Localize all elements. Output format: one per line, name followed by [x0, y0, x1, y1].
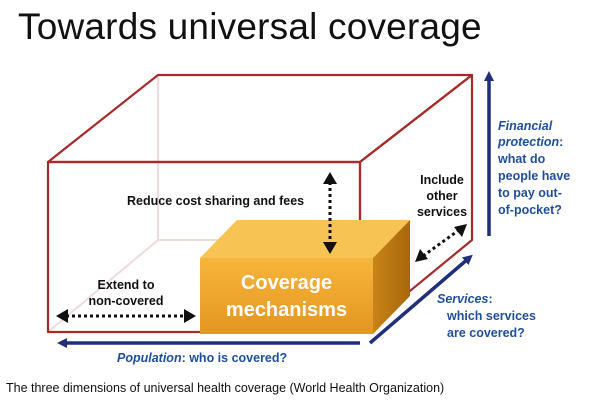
financial-axis-line2: protection:: [497, 135, 563, 149]
dotted-arrows: [66, 182, 460, 318]
block-label-line1: Coverage: [241, 272, 332, 294]
services-colon: :: [488, 292, 492, 306]
services-axis-line3: are covered?: [447, 326, 525, 340]
extend-label-line2: non-covered: [88, 294, 163, 308]
include-label-line2: other: [426, 189, 457, 203]
include-label-line3: services: [417, 205, 467, 219]
services-axis-line1: Services:: [437, 292, 493, 306]
services-term: Services: [437, 292, 488, 306]
population-rest: : who is covered?: [182, 351, 288, 365]
services-arrow: [368, 254, 473, 345]
block-top-face: [200, 220, 410, 258]
extend-label-line1: Extend to: [98, 278, 155, 292]
financial-term2: protection: [497, 135, 559, 149]
block-label-line2: mechanisms: [226, 299, 347, 321]
services-axis-line2: which services: [446, 309, 536, 323]
financial-axis-line1: Financial: [498, 119, 553, 133]
coverage-mechanisms-block: [200, 220, 410, 334]
financial-axis-line6: of-pocket?: [498, 203, 562, 217]
dotted-arrow-heads: [56, 172, 467, 323]
include-label-line1: Include: [420, 173, 464, 187]
population-axis-label: Population: who is covered?: [117, 351, 287, 365]
financial-axis-line5: to pay out-: [498, 186, 562, 200]
reduce-cost-label: Reduce cost sharing and fees: [127, 194, 304, 208]
dimension-arrows: [57, 71, 494, 348]
slide-title: Towards universal coverage: [18, 6, 482, 47]
figure-caption: The three dimensions of universal health…: [6, 381, 445, 395]
diagonal-dotted-arrow: [422, 228, 460, 258]
financial-axis-line3: what do: [497, 152, 546, 166]
block-front-face: [200, 258, 373, 334]
financial-axis-line4: people have: [498, 169, 570, 183]
financial-colon: :: [559, 135, 563, 149]
block-side-face: [373, 220, 410, 334]
population-term: Population: [117, 351, 182, 365]
